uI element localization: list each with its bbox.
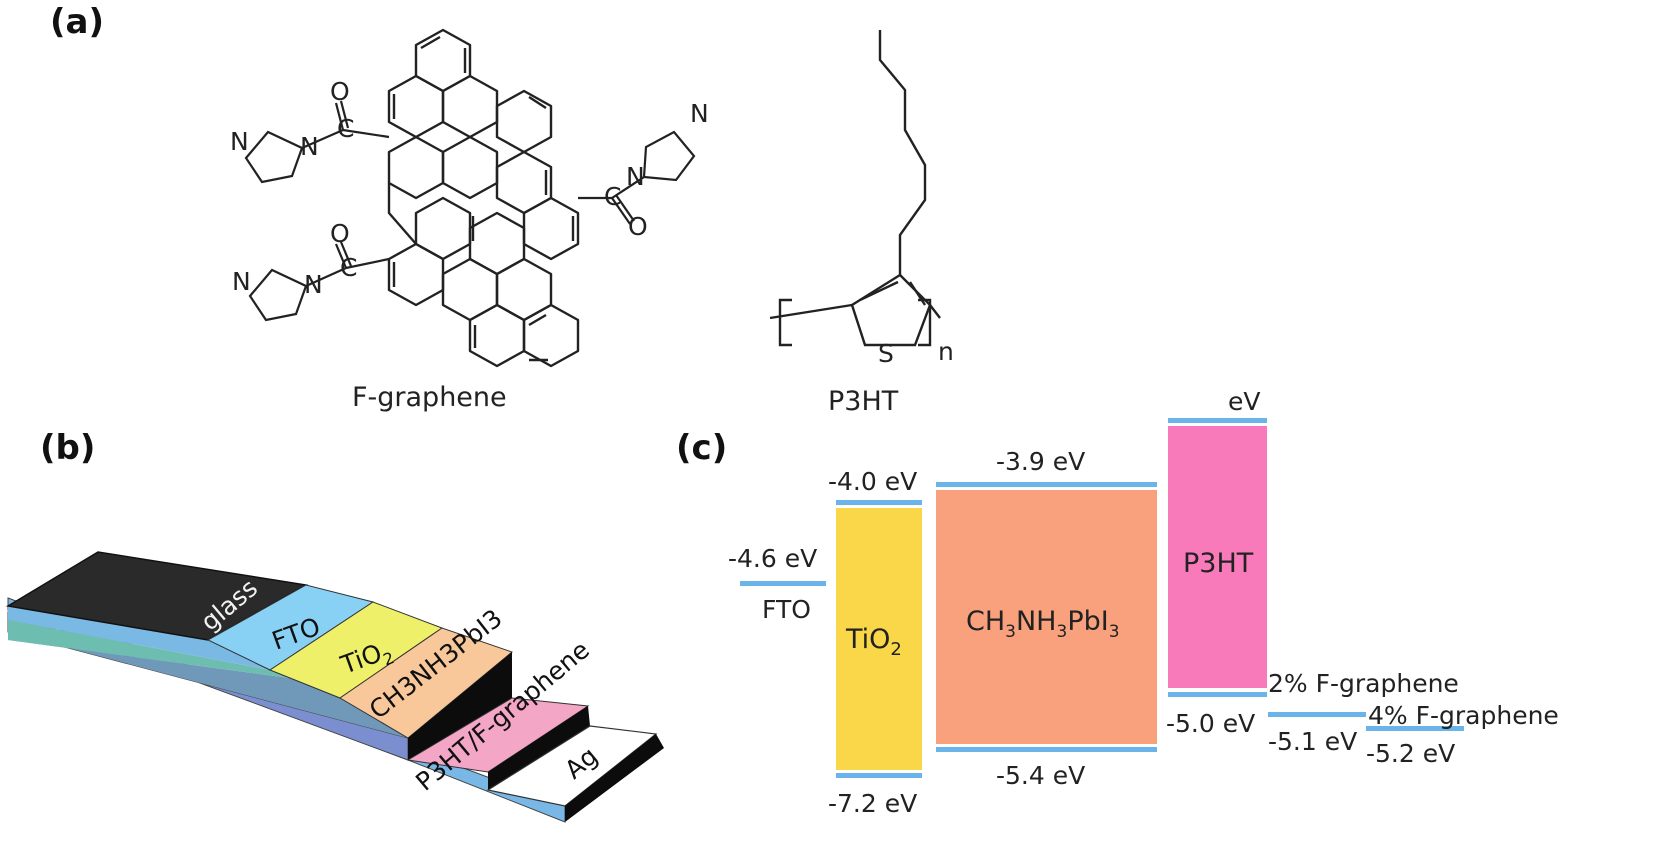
- fg4-level-value: -5.2 eV: [1366, 739, 1455, 768]
- perovskite-vb-line: [936, 747, 1157, 752]
- p3ht-band-name: P3HT: [1183, 548, 1254, 579]
- n-atom-6: N: [690, 99, 709, 128]
- panel-c-label: (c): [676, 428, 728, 468]
- tio2-cb-value: -4.0 eV: [828, 467, 917, 496]
- panel-a-label: (a): [50, 2, 105, 42]
- p3ht-caption: P3HT: [828, 386, 899, 417]
- fto-band-name: FTO: [762, 595, 811, 624]
- fgraphene-caption: F-graphene: [352, 382, 507, 413]
- n-atom-2: N: [230, 127, 249, 156]
- fg2-name: 2% F-graphene: [1268, 669, 1459, 698]
- perovskite-cb-line: [936, 482, 1157, 487]
- perovskite-band: [936, 490, 1157, 744]
- c-atom-3: C: [604, 182, 621, 211]
- c-atom-1: C: [337, 114, 354, 143]
- o-atom-1: O: [330, 77, 350, 106]
- s-atom: S: [878, 339, 894, 368]
- fg4-name: 4% F-graphene: [1368, 701, 1559, 730]
- imidazole-groups: [244, 100, 696, 322]
- fto-level-value: -4.6 eV: [728, 544, 817, 573]
- n-atom-3: N: [304, 270, 323, 299]
- perovskite-vb-value: -5.4 eV: [996, 761, 1085, 790]
- fgraphene-structure: [387, 28, 580, 368]
- c-atom-2: C: [340, 253, 357, 282]
- perovskite-band-name: CH3NH3PbI3: [966, 606, 1120, 642]
- o-atom-2: O: [330, 219, 350, 248]
- tio2-vb-line: [836, 773, 922, 778]
- p3ht-top-value: eV: [1228, 387, 1260, 416]
- p3ht-vb-line: [1168, 692, 1267, 697]
- tio2-vb-value: -7.2 eV: [828, 789, 917, 818]
- p3ht-band: [1168, 426, 1267, 688]
- fg4-level-line: [1366, 726, 1464, 731]
- o-atom-3: O: [628, 212, 648, 241]
- tio2-band-name: TiO2: [845, 624, 902, 660]
- p3ht-top-line: [1168, 418, 1267, 423]
- p3ht-vb-value: -5.0 eV: [1166, 709, 1255, 738]
- n-atom-5: N: [626, 162, 645, 191]
- tio2-band: [836, 508, 922, 770]
- tio2-cb-line: [836, 500, 922, 505]
- perovskite-cb-value: -3.9 eV: [996, 447, 1085, 476]
- fg2-level-line: [1268, 712, 1366, 717]
- device-stack: [5, 551, 664, 823]
- p3ht-structure: [769, 30, 941, 347]
- fg2-level-value: -5.1 eV: [1268, 727, 1357, 756]
- fto-level-line: [740, 581, 826, 586]
- energy-diagram: -4.6 eV FTO -4.0 eV -7.2 eV TiO2 -3.9 eV…: [728, 387, 1559, 818]
- n-atom-4: N: [232, 267, 251, 296]
- atom-labels: N N O C N N O C N N O C: [230, 77, 709, 299]
- n-atom-1: N: [300, 132, 319, 161]
- n-subscript: n: [938, 337, 954, 366]
- panel-b-label: (b): [40, 428, 96, 468]
